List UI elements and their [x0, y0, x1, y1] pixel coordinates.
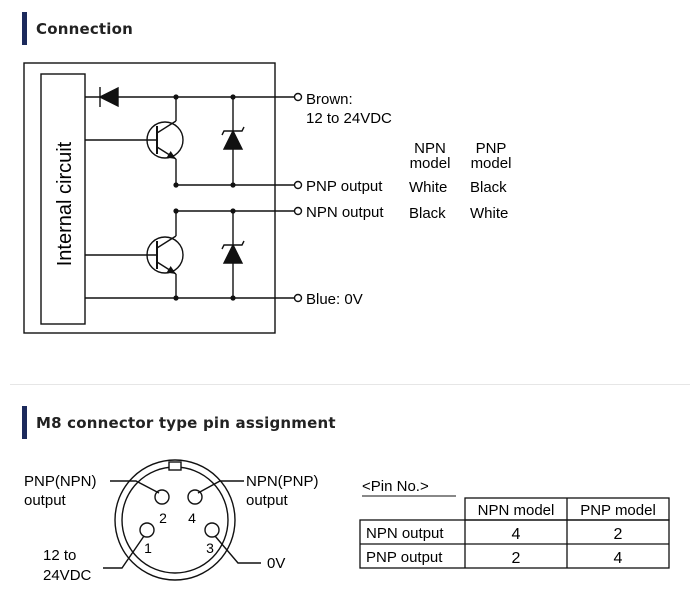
connection-title: Connection	[36, 19, 134, 38]
junction-dots	[173, 94, 236, 301]
zener-diode-lower	[222, 243, 244, 264]
pin-4-number: 4	[188, 510, 196, 526]
col-npn-line1: NPN	[414, 140, 446, 157]
pin-table-caption: <Pin No.>	[362, 478, 429, 495]
table-header-pnp: PNP model	[580, 502, 656, 519]
section-accent-bar	[22, 12, 27, 45]
label-supply-line2: 24VDC	[43, 567, 92, 584]
pnp-row-npn: White	[409, 179, 447, 196]
leader-pnp-npn	[110, 480, 160, 494]
table-header-npn: NPN model	[478, 502, 555, 519]
leader-npn-pnp	[197, 480, 244, 494]
pin-3	[204, 522, 220, 538]
table-row-label: NPN output	[366, 525, 444, 542]
pin-2	[154, 489, 170, 505]
pnp-output-label: PNP output	[306, 178, 383, 195]
terminal-blue	[293, 293, 303, 303]
table-row-label: PNP output	[366, 549, 443, 566]
label-npn-pnp-line1: NPN(PNP)	[246, 473, 319, 490]
pin-1-number: 1	[144, 540, 152, 556]
table-cell: 4	[512, 526, 521, 543]
terminal-pnp	[293, 180, 303, 190]
col-pnp-line2: model	[471, 155, 512, 172]
circuit-diagram	[23, 62, 303, 334]
table-cell: 2	[614, 526, 623, 543]
section-divider	[10, 384, 690, 385]
sensor-outline	[23, 62, 276, 334]
label-pnp-npn-line1: PNP(NPN)	[24, 473, 97, 490]
blue-label: Blue: 0V	[306, 291, 363, 308]
m8-section-header: M8 connector type pin assignment	[22, 406, 336, 439]
brown-voltage: 12 to 24VDC	[306, 110, 392, 127]
npn-row-npn: Black	[409, 205, 446, 222]
npn-row-pnp: White	[470, 205, 508, 222]
pin-3-number: 3	[206, 540, 214, 556]
m8-connector	[103, 459, 261, 581]
table-cell: 4	[614, 550, 623, 567]
brown-label: Brown:	[306, 91, 353, 108]
label-pnp-npn-line2: output	[24, 492, 67, 509]
label-0v: 0V	[267, 555, 285, 572]
col-pnp-line1: PNP	[476, 140, 507, 157]
label-supply-line1: 12 to	[43, 547, 76, 564]
leader-0v	[214, 535, 261, 564]
npn-output-label: NPN output	[306, 204, 384, 221]
zener-diode-upper	[222, 129, 244, 150]
internal-circuit-label: Internal circuit	[54, 141, 76, 266]
connector-key	[168, 461, 182, 471]
col-npn-line2: model	[410, 155, 451, 172]
pin-table	[359, 497, 670, 569]
internal-circuit-box	[40, 73, 86, 325]
pin-4	[187, 489, 203, 505]
pin-1	[139, 522, 155, 538]
terminal-brown	[293, 92, 303, 102]
diode-symbol	[98, 86, 119, 108]
pnp-row-pnp: Black	[470, 179, 507, 196]
leader-supply	[103, 535, 145, 569]
section-accent-bar	[22, 406, 27, 439]
terminal-npn	[293, 206, 303, 216]
connection-section-header: Connection	[22, 12, 133, 45]
connector-outer-ring	[114, 459, 236, 581]
m8-title: M8 connector type pin assignment	[36, 413, 336, 432]
connector-inner-ring	[121, 466, 229, 574]
label-npn-pnp-line2: output	[246, 492, 289, 509]
table-cell: 2	[512, 550, 521, 567]
pin-2-number: 2	[159, 510, 167, 526]
